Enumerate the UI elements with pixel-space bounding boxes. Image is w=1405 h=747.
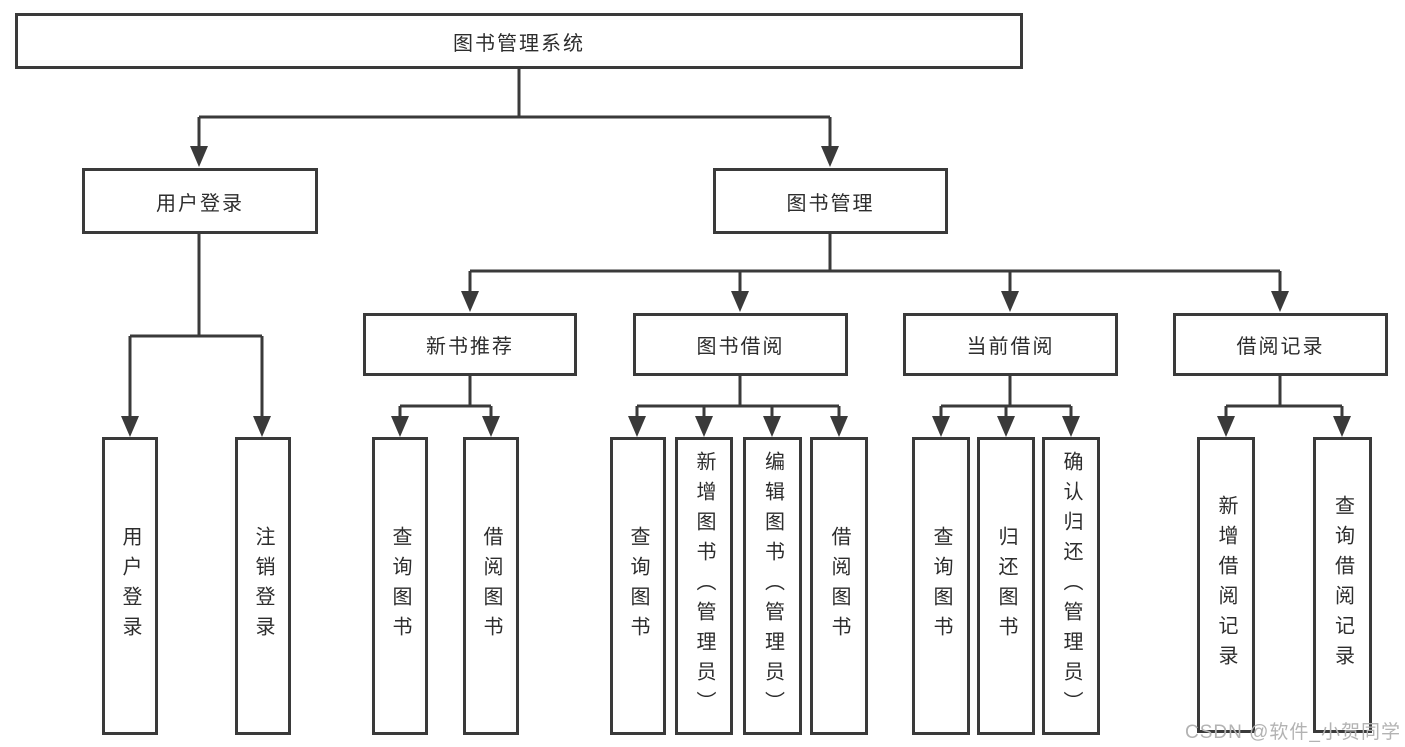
leaf-user-login-label: 用户登录 xyxy=(119,526,141,646)
csdn-watermark: CSDN @软件_小贺同学 xyxy=(1185,722,1401,743)
leaf-user-login: 用户登录 xyxy=(102,437,158,735)
node-user-login: 用户登录 xyxy=(82,168,318,234)
leaf-logout: 注销登录 xyxy=(235,437,291,735)
leaf-br-query-record: 查询借阅记录 xyxy=(1313,437,1372,733)
node-new-book-recommend: 新书推荐 xyxy=(363,313,577,376)
leaf-nbr-query-books: 查询图书 xyxy=(372,437,428,735)
node-user-login-label: 用户登录 xyxy=(156,192,244,215)
leaf-bb-query-books: 查询图书 xyxy=(610,437,666,735)
leaf-bb-borrow-books: 借阅图书 xyxy=(810,437,868,735)
node-book-borrowing: 图书借阅 xyxy=(633,313,848,376)
node-root: 图书管理系统 xyxy=(15,13,1023,69)
leaf-cb-query-books-label: 查询图书 xyxy=(930,526,952,646)
node-book-management-label: 图书管理 xyxy=(786,192,875,215)
node-current-borrowing: 当前借阅 xyxy=(903,313,1118,376)
leaf-br-add-record: 新增借阅记录 xyxy=(1197,437,1255,733)
leaf-cb-query-books: 查询图书 xyxy=(912,437,970,735)
node-root-label: 图书管理系统 xyxy=(453,32,585,55)
leaf-cb-confirm-return-admin-label: 确认归还（管理员） xyxy=(1060,451,1082,721)
leaf-bb-edit-books-admin-label: 编辑图书（管理员） xyxy=(761,451,784,721)
node-book-borrowing-label: 图书借阅 xyxy=(696,336,785,358)
leaf-br-add-record-label: 新增借阅记录 xyxy=(1215,495,1237,675)
leaf-nbr-query-books-label: 查询图书 xyxy=(389,526,411,646)
node-current-borrowing-label: 当前借阅 xyxy=(966,336,1055,358)
leaf-cb-confirm-return-admin: 确认归还（管理员） xyxy=(1042,437,1100,735)
node-new-book-recommend-label: 新书推荐 xyxy=(426,336,514,358)
node-borrowing-records: 借阅记录 xyxy=(1173,313,1388,376)
node-borrowing-records-label: 借阅记录 xyxy=(1236,336,1325,358)
leaf-nbr-borrow-books: 借阅图书 xyxy=(463,437,519,735)
leaf-nbr-borrow-books-label: 借阅图书 xyxy=(480,526,502,646)
leaf-bb-borrow-books-label: 借阅图书 xyxy=(828,526,850,646)
leaf-bb-edit-books-admin: 编辑图书（管理员） xyxy=(743,437,802,735)
arrowheads xyxy=(121,146,1351,437)
leaf-bb-add-books-admin-label: 新增图书（管理员） xyxy=(693,451,715,721)
leaf-logout-label: 注销登录 xyxy=(252,526,274,646)
node-book-management: 图书管理 xyxy=(713,168,948,234)
leaf-cb-return-books-label: 归还图书 xyxy=(995,526,1017,646)
leaf-br-query-record-label: 查询借阅记录 xyxy=(1331,495,1354,675)
leaf-cb-return-books: 归还图书 xyxy=(977,437,1035,735)
leaf-bb-query-books-label: 查询图书 xyxy=(627,526,649,646)
leaf-bb-add-books-admin: 新增图书（管理员） xyxy=(675,437,733,735)
